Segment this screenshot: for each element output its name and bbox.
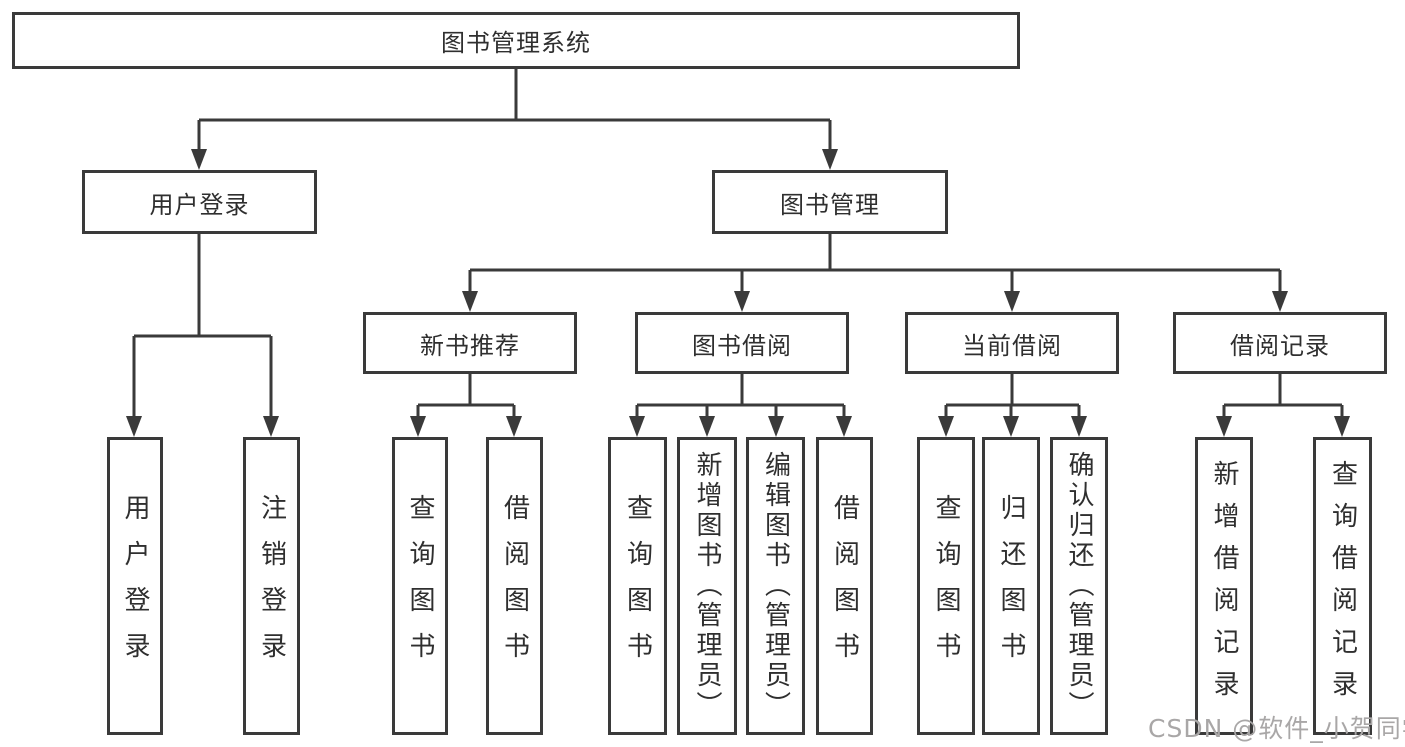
- node-user-login: 用户登录: [82, 170, 317, 234]
- node-leaf-borrow-books-1: 借阅图书: [486, 437, 543, 735]
- arrow-down-icon: [506, 416, 522, 437]
- node-book-borrowing: 图书借阅: [635, 312, 849, 374]
- node-leaf-add-books-admin: 新增图书（管理员）: [677, 437, 737, 735]
- arrow-down-icon: [938, 416, 954, 437]
- arrow-down-icon: [629, 416, 645, 437]
- node-leaf-query-borrow-record: 查询借阅记录: [1313, 437, 1372, 735]
- node-leaf-logout: 注销登录: [243, 437, 300, 735]
- arrow-down-icon: [1272, 291, 1288, 312]
- arrow-down-icon: [191, 149, 207, 170]
- arrow-down-icon: [263, 416, 279, 437]
- arrowheads: [126, 149, 1350, 437]
- arrow-down-icon: [410, 416, 426, 437]
- arrow-down-icon: [1216, 416, 1232, 437]
- arrow-down-icon: [836, 416, 852, 437]
- node-borrowing-records: 借阅记录: [1173, 312, 1387, 374]
- arrow-down-icon: [699, 416, 715, 437]
- arrow-down-icon: [126, 416, 142, 437]
- node-leaf-add-borrow-record: 新增借阅记录: [1195, 437, 1253, 735]
- csdn-watermark: CSDN @软件_小贺同学: [1148, 714, 1405, 743]
- tree-edges: [132, 68, 1344, 417]
- arrow-down-icon: [1003, 416, 1019, 437]
- arrow-down-icon: [1004, 291, 1020, 312]
- node-leaf-borrow-books-2: 借阅图书: [816, 437, 873, 735]
- node-leaf-return-books: 归还图书: [982, 437, 1040, 735]
- arrow-down-icon: [734, 291, 750, 312]
- node-leaf-edit-books-admin: 编辑图书（管理员）: [746, 437, 805, 735]
- node-leaf-confirm-return-admin: 确认归还（管理员）: [1050, 437, 1108, 735]
- node-current-borrowing: 当前借阅: [905, 312, 1119, 374]
- arrow-down-icon: [822, 149, 838, 170]
- node-new-book-recommend: 新书推荐: [363, 312, 577, 374]
- arrow-down-icon: [1334, 416, 1350, 437]
- node-leaf-query-books-1: 查询图书: [392, 437, 448, 735]
- node-leaf-user-login: 用户登录: [107, 437, 163, 735]
- node-root-system: 图书管理系统: [12, 12, 1020, 69]
- arrow-down-icon: [768, 416, 784, 437]
- node-book-management: 图书管理: [712, 170, 948, 234]
- node-leaf-query-books-3: 查询图书: [917, 437, 975, 735]
- arrow-down-icon: [1071, 416, 1087, 437]
- arrow-down-icon: [462, 291, 478, 312]
- node-leaf-query-books-2: 查询图书: [608, 437, 667, 735]
